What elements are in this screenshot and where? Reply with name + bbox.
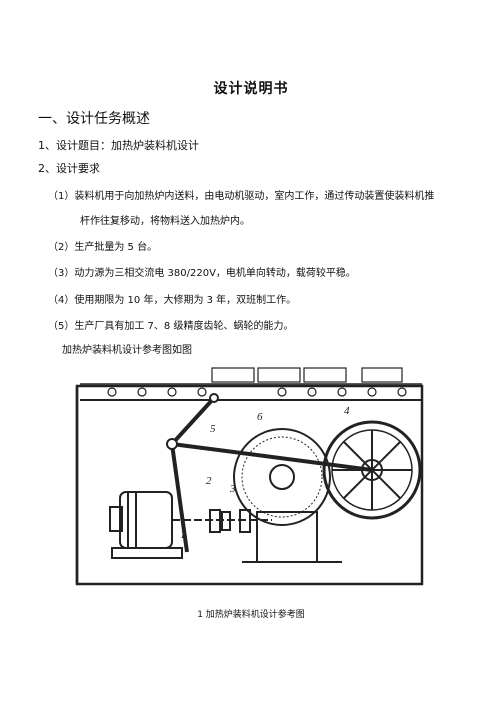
figure-label-2: 2 <box>206 475 212 487</box>
push-rod-linkage <box>166 393 373 553</box>
coupling-and-shaft <box>172 509 272 533</box>
requirement-1-line-1: （1）装料机用于向加热炉内送料，由电动机驱动，室内工作，通过传动装置使装料机推 <box>48 191 435 202</box>
loader-mechanism-figure: 1 2 3 4 5 6 <box>75 367 424 586</box>
figure-label-3: 3 <box>229 483 236 495</box>
figure-label-4: 4 <box>344 405 350 417</box>
figure-label-6: 6 <box>257 411 263 423</box>
figure-label-5: 5 <box>210 423 216 435</box>
figure-caption: 1 加热炉装料机设计参考图 <box>197 610 305 620</box>
machine-frame <box>75 384 424 586</box>
electric-motor <box>109 491 183 559</box>
figure-number-labels: 1 2 3 4 5 6 <box>180 405 350 541</box>
feed-conveyor <box>80 367 422 401</box>
section-heading: 一、设计任务概述 <box>38 111 150 127</box>
requirement-1-line-2: 杆作往复移动，将物料送入加热炉内。 <box>80 216 250 227</box>
requirement-3: （3）动力源为三相交流电 380/220V，电机单向转动，载荷较平稳。 <box>48 268 356 279</box>
requirement-5: （5）生产厂具有加工 7、8 级精度齿轮、蜗轮的能力。 <box>48 321 294 332</box>
design-topic: 1、设计题目：加热炉装料机设计 <box>38 139 199 152</box>
requirement-2: （2）生产批量为 5 台。 <box>48 242 158 253</box>
design-requirements-heading: 2、设计要求 <box>38 162 100 175</box>
figure-label-1: 1 <box>180 529 186 541</box>
crank-wheel <box>322 420 422 520</box>
figure-intro: 加热炉装料机设计参考图如图 <box>62 345 192 356</box>
gearbox-housing <box>242 511 342 563</box>
requirement-4: （4）使用期限为 10 年，大修期为 3 年，双班制工作。 <box>48 295 297 306</box>
worm-gear <box>233 428 331 526</box>
document-title: 设计说明书 <box>213 81 289 97</box>
